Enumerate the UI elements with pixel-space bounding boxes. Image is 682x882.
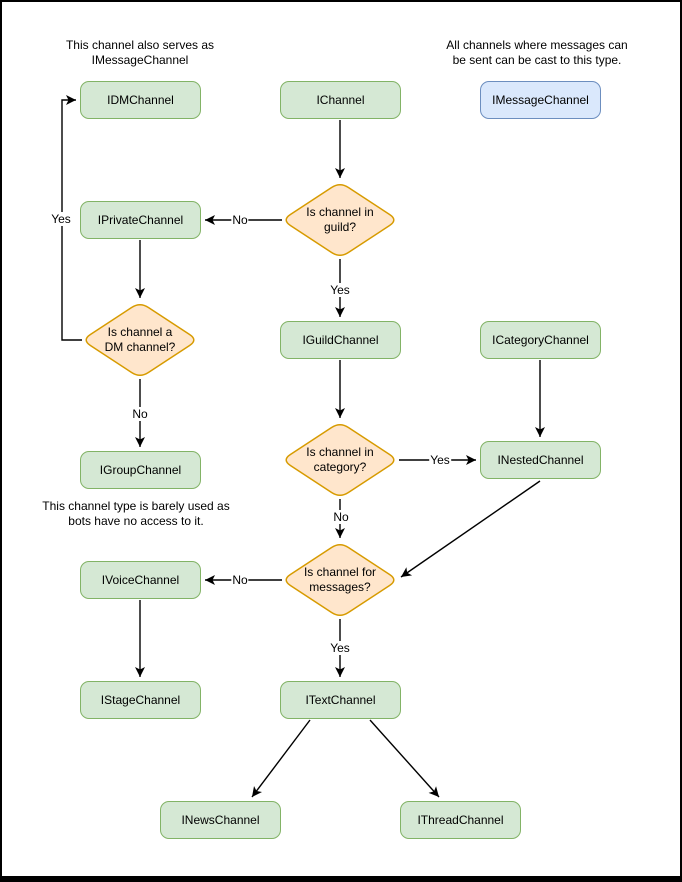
node-label-ichannel: IChannel xyxy=(316,93,365,107)
note-line-1: This channel type is barely used as xyxy=(42,499,230,513)
node-imessagechannel: IMessageChannel xyxy=(480,81,601,119)
node-inestedchannel: INestedChannel xyxy=(480,441,601,479)
node-label-ithreadchannel: IThreadChannel xyxy=(417,813,504,827)
note-line-2: be sent can be cast to this type. xyxy=(452,53,622,67)
decision-line-1: Is channel in xyxy=(306,205,374,219)
node-label-imessagechannel: IMessageChannel xyxy=(492,93,589,107)
node-idmchannel: IDMChannel xyxy=(80,81,201,119)
note-line-1: All channels where messages can xyxy=(446,38,628,52)
decision-line-2: messages? xyxy=(309,580,371,594)
node-label-idmchannel: IDMChannel xyxy=(107,93,174,107)
node-label-iprivatechannel: IPrivateChannel xyxy=(97,213,184,227)
edge-label-category-decision-to-inestedchannel: Yes xyxy=(429,453,451,467)
note-line-2: bots have no access to it. xyxy=(68,514,204,528)
node-igroupchannel: IGroupChannel xyxy=(80,451,201,489)
edge-label-guild-decision-to-iprivatechannel: No xyxy=(231,213,249,227)
node-inewschannel: INewsChannel xyxy=(160,801,281,839)
node-label-igroupchannel: IGroupChannel xyxy=(99,463,182,477)
edge-label-messages-decision-to-itextchannel: Yes xyxy=(329,641,351,655)
node-icategorychannel: ICategoryChannel xyxy=(480,321,601,359)
decision-shape-category-decision xyxy=(285,424,395,496)
node-ichannel: IChannel xyxy=(280,81,401,119)
node-ivoicechannel: IVoiceChannel xyxy=(80,561,201,599)
node-iprivatechannel: IPrivateChannel xyxy=(80,201,201,239)
decision-shape-guild-decision xyxy=(285,184,395,256)
note-line-2: IMessageChannel xyxy=(91,53,189,67)
decision-shape-messages-decision xyxy=(285,544,395,616)
node-label-icategorychannel: ICategoryChannel xyxy=(492,333,589,347)
decision-line-2: category? xyxy=(313,460,367,474)
edge-label-dm-decision-to-igroupchannel: No xyxy=(131,407,149,421)
node-label-ivoicechannel: IVoiceChannel xyxy=(101,573,180,587)
node-label-istagechannel: IStageChannel xyxy=(100,693,181,707)
decision-shape-dm-decision xyxy=(85,304,195,376)
node-label-inewschannel: INewsChannel xyxy=(181,813,260,827)
edge-label-guild-decision-to-iguildchannel: Yes xyxy=(329,283,351,297)
decision-line-2: guild? xyxy=(323,220,357,234)
node-label-inestedchannel: INestedChannel xyxy=(497,453,584,467)
decision-line-1: Is channel for xyxy=(303,565,377,579)
decision-line-2: DM channel? xyxy=(104,340,176,354)
edge-label-category-decision-to-messages-decision: No xyxy=(332,510,350,524)
decision-line-1: Is channel a xyxy=(107,325,173,339)
decision-line-1: Is channel in xyxy=(306,445,374,459)
note-line-1: This channel also serves as xyxy=(65,38,215,52)
node-ithreadchannel: IThreadChannel xyxy=(400,801,521,839)
edge-label-messages-decision-to-ivoicechannel: No xyxy=(231,573,249,587)
edge-inestedchannel-to-messages-decision xyxy=(400,480,541,578)
node-label-itextchannel: ITextChannel xyxy=(305,693,376,707)
node-label-iguildchannel: IGuildChannel xyxy=(302,333,379,347)
node-itextchannel: ITextChannel xyxy=(280,681,401,719)
edge-label-dm-decision-to-idmchannel: Yes xyxy=(50,212,72,226)
node-istagechannel: IStageChannel xyxy=(80,681,201,719)
edge-itextchannel-to-ithreadchannel xyxy=(369,719,440,798)
edge-itextchannel-to-inewschannel xyxy=(251,719,311,798)
node-iguildchannel: IGuildChannel xyxy=(280,321,401,359)
